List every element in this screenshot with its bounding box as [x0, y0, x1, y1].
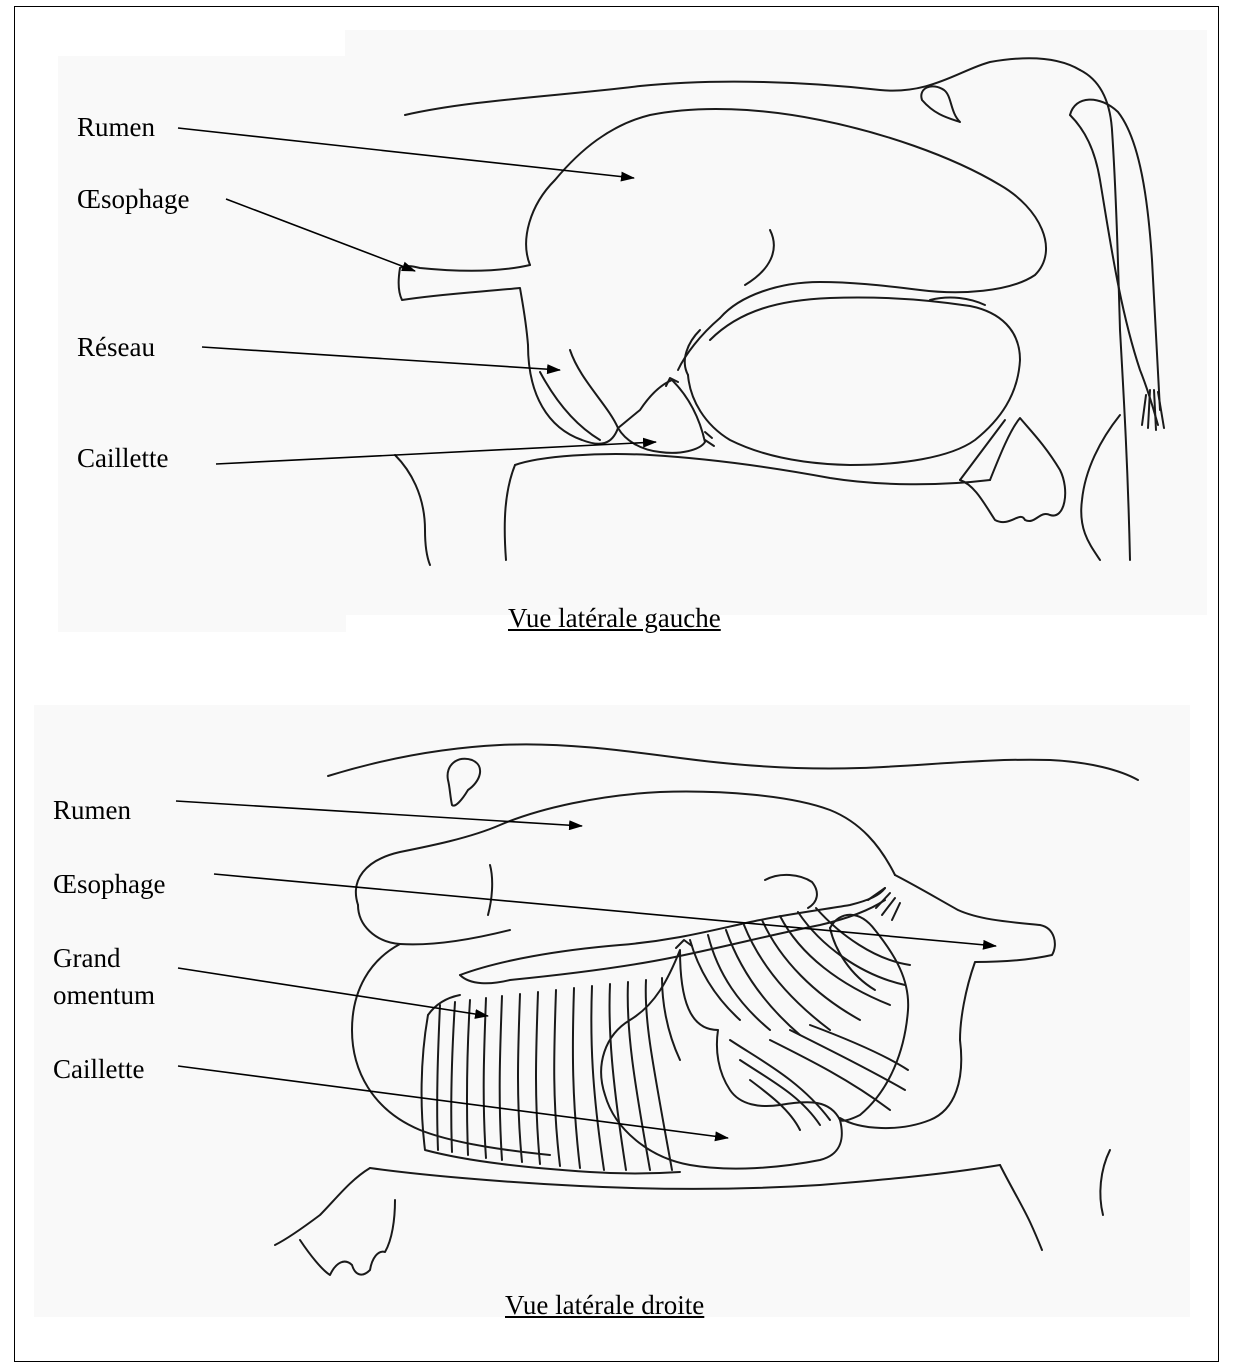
oesophage-arrow-left [226, 199, 415, 271]
label-reseau-left: Réseau [77, 334, 155, 361]
right-view-drawing [275, 744, 1138, 1275]
label-grand-omentum-line1: Grand [53, 945, 120, 972]
right-view-leader-lines [176, 801, 996, 1138]
left-view-drawing [395, 58, 1164, 565]
label-oesophage-right: Œsophage [53, 871, 165, 898]
label-rumen-right: Rumen [53, 797, 131, 824]
oesophage-arrow-right [214, 874, 996, 946]
caption-left-view: Vue latérale gauche [508, 605, 721, 632]
label-rumen-left: Rumen [77, 114, 155, 141]
caillette-arrow-right [178, 1066, 728, 1138]
caption-right-view: Vue latérale droite [505, 1292, 704, 1319]
rumen-arrow-right [176, 801, 582, 826]
caillette-arrow-left [216, 442, 656, 464]
label-oesophage-left: Œsophage [77, 186, 189, 213]
label-grand-omentum-line2: omentum [53, 982, 155, 1009]
label-caillette-left: Caillette [77, 445, 168, 472]
grand-omentum-arrow-right [178, 968, 488, 1016]
reseau-arrow-left [202, 347, 560, 370]
label-caillette-right: Caillette [53, 1056, 144, 1083]
left-view-leader-lines [178, 128, 656, 464]
rumen-arrow-left [178, 128, 634, 178]
